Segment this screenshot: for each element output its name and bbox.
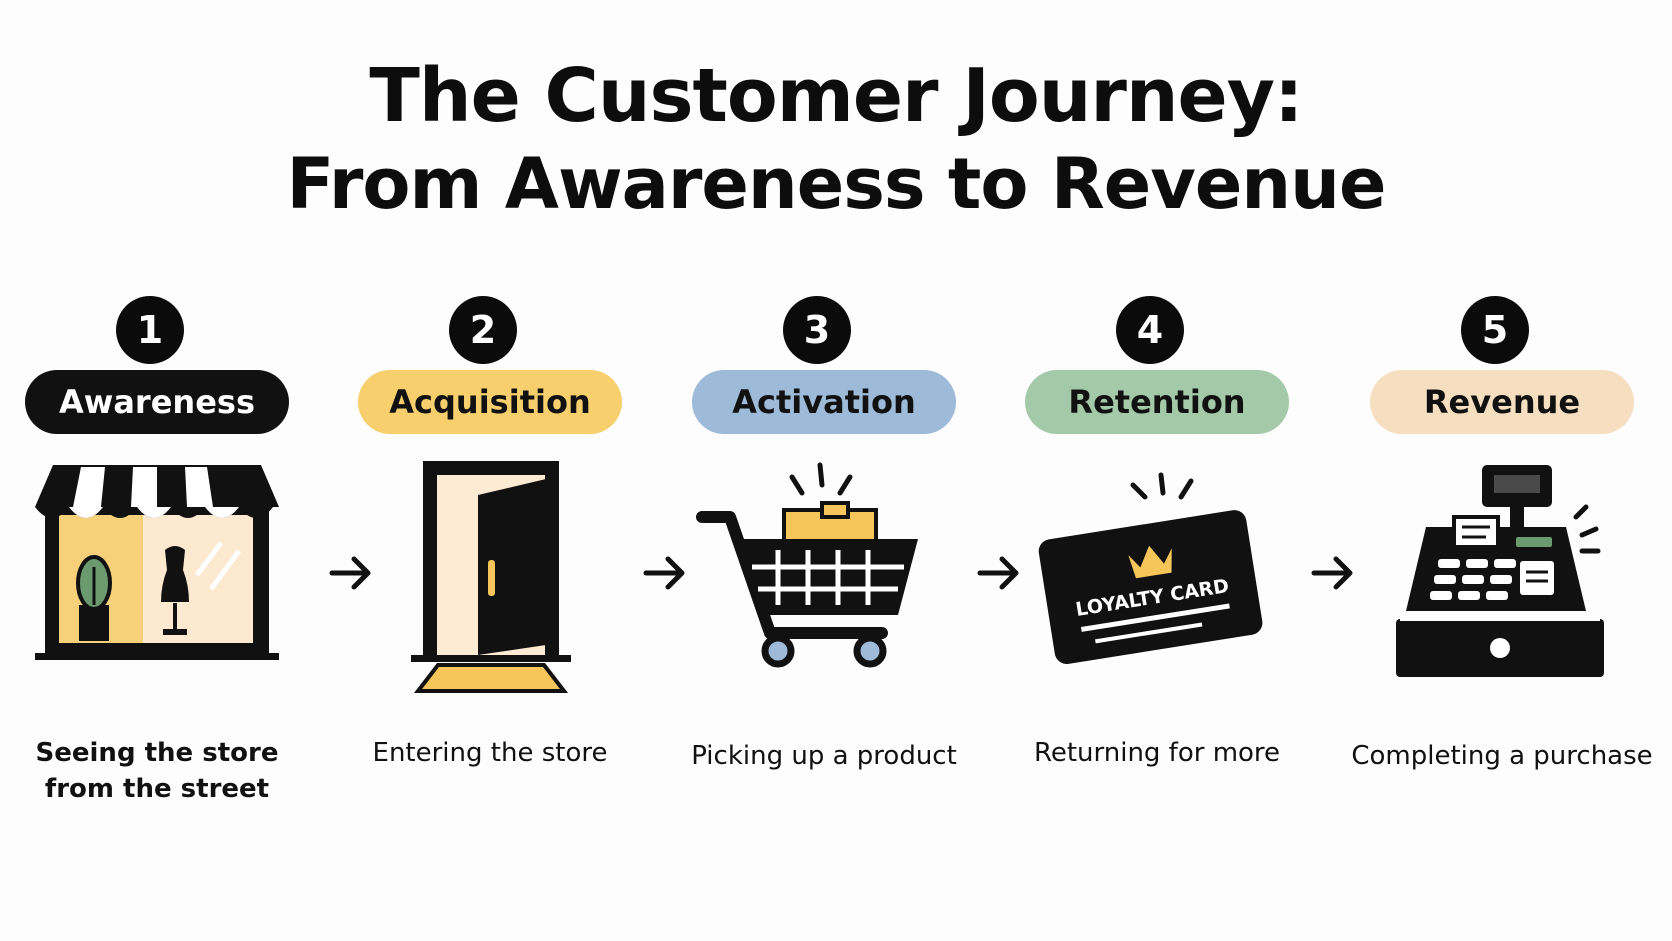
stage-description: Picking up a product (672, 738, 976, 774)
stage-awareness: 1 Awareness (25, 0, 289, 941)
page-title-line-2: From Awareness to Revenue (286, 143, 1387, 225)
description-line-1: Entering the store (372, 738, 608, 768)
stage-revenue: 5 Revenue (1351, 0, 1653, 941)
arrow-right-icon (640, 553, 690, 593)
open-door-icon (358, 455, 622, 715)
stage-description: Returning for more (1005, 735, 1309, 771)
stage-description: Entering the store (338, 735, 642, 771)
arrow-right-icon (1308, 553, 1358, 593)
description-line-1: Completing a purchase (1351, 741, 1653, 771)
stage-description: Completing a purchase (1340, 738, 1664, 774)
storefront-icon (25, 455, 289, 715)
step-number-badge: 1 (116, 296, 184, 364)
arrow-right-icon (326, 553, 376, 593)
stage-label-pill: Awareness (25, 370, 289, 434)
stage-label-pill: Revenue (1370, 370, 1634, 434)
shopping-cart-icon (692, 455, 956, 715)
stage-activation: 3 Activation Picking up a product (691, 0, 957, 941)
stage-description: Seeing the store from the street (5, 735, 309, 807)
step-number-badge: 2 (449, 296, 517, 364)
stage-label-pill: Activation (692, 370, 956, 434)
page-title-line-1: The Customer Journey: (369, 53, 1303, 139)
stage-label-pill: Retention (1025, 370, 1289, 434)
stage-label-pill: Acquisition (358, 370, 622, 434)
description-line-2: from the street (44, 774, 270, 804)
cash-register-icon (1370, 455, 1634, 715)
description-line-1: Returning for more (1033, 738, 1281, 768)
arrow-right-icon (974, 553, 1024, 593)
loyalty-card-icon: LOYALTY CARD (1025, 455, 1289, 715)
description-line-1: Seeing the store (35, 738, 279, 768)
step-number-badge: 3 (783, 296, 851, 364)
description-line-1: Picking up a product (691, 741, 957, 771)
stage-acquisition: 2 Acquisition Entering the store (358, 0, 622, 941)
step-number-badge: 4 (1116, 296, 1184, 364)
stage-retention: 4 Retention LOYALTY CARD Returning for m… (1025, 0, 1289, 941)
step-number-badge: 5 (1461, 296, 1529, 364)
